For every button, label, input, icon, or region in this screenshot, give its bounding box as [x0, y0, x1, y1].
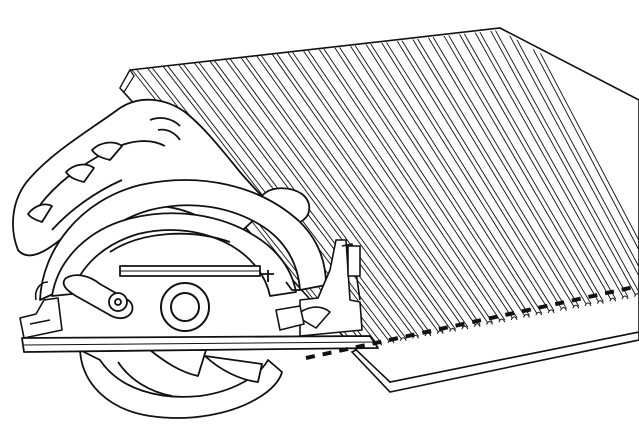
sheet-rib-line: [447, 32, 604, 302]
sheet-left-edge: [119, 68, 135, 93]
sheet-rib-cap: [535, 311, 543, 316]
sheet-rib-line: [395, 38, 562, 309]
sheet-rib-line: [333, 45, 513, 319]
sheet-rib-line: [369, 42, 543, 314]
sheet-rib-cap: [449, 327, 457, 332]
sheet-rib-line: [504, 30, 639, 293]
sheet-rib-line: [488, 30, 636, 295]
sheet-rib-cap: [633, 293, 639, 297]
sheet-rib-cap: [412, 334, 420, 339]
sheet-rib-line: [286, 51, 476, 326]
sheet-rib-cap: [486, 320, 493, 325]
sheet-rib-line: [457, 31, 612, 300]
sheet-rib-line: [260, 55, 456, 330]
sheet-rib-line: [426, 34, 587, 305]
sheet-rib-line: [240, 56, 439, 333]
sheet-rib-cap: [621, 295, 629, 300]
sheet-rib-line: [400, 38, 567, 309]
sheet-rib-line: [214, 60, 419, 337]
sheet-rib-line: [276, 53, 469, 328]
lower-blade-guard: [79, 349, 283, 419]
sheet-rib-line: [338, 45, 518, 319]
sheet-rib-line: [317, 47, 501, 321]
sheet-rib-line: [307, 49, 493, 323]
sheet-rib-line: [493, 30, 639, 295]
sheet-rib-cap: [559, 307, 567, 311]
sheet-rib-line: [384, 40, 555, 312]
sheet-rib-line: [509, 30, 639, 293]
rear-bracket: [275, 239, 363, 337]
sheet-rib-line: [478, 30, 629, 298]
sheet-rib-cap: [609, 297, 617, 302]
sheet-rib-line: [271, 53, 464, 328]
sheet-rib-line: [524, 30, 639, 291]
sheet-rib-line: [322, 47, 506, 321]
sheet-rib-line: [291, 51, 481, 326]
cut-line: [305, 284, 639, 360]
sheet-rib-line: [229, 58, 432, 335]
guard-retract-lever: [62, 274, 134, 320]
sheet-rib-cap: [473, 323, 481, 328]
sheet-rib-cap: [572, 304, 580, 309]
sheet-rib-line: [415, 36, 580, 307]
sheet-rib-cap: [498, 318, 506, 323]
sheet-rib-line: [473, 30, 624, 298]
sheet-rib-line: [255, 55, 451, 330]
sheet-rib-cap: [596, 300, 604, 304]
sheet-rib-line: [442, 32, 599, 302]
sheet-rib-cap: [523, 314, 530, 318]
sheet-rib-line: [462, 31, 617, 300]
sheet-rib-line: [519, 30, 639, 291]
sheet-rib-cap: [510, 316, 518, 321]
sheet-rib-cap: [461, 325, 469, 330]
sheet-rib-line: [364, 42, 538, 314]
sheet-rib-line: [348, 43, 525, 316]
sheet-rib-line: [245, 56, 444, 333]
sheet-rib-cap: [584, 302, 592, 307]
sheet-rib-line: [209, 60, 414, 337]
sheet-rib-line: [431, 34, 592, 305]
blade-arbor-bolt: [160, 282, 210, 332]
sheet-rib-line: [302, 49, 488, 323]
sheet-rib-line: [224, 58, 427, 335]
sheet-rib-line: [410, 36, 575, 307]
sheet-rib-cap: [399, 337, 407, 341]
sheet-rib-line: [353, 43, 530, 316]
sheet-rib-cap: [547, 309, 555, 314]
base-plate: [21, 335, 379, 353]
sheet-rib-line: [379, 40, 550, 312]
